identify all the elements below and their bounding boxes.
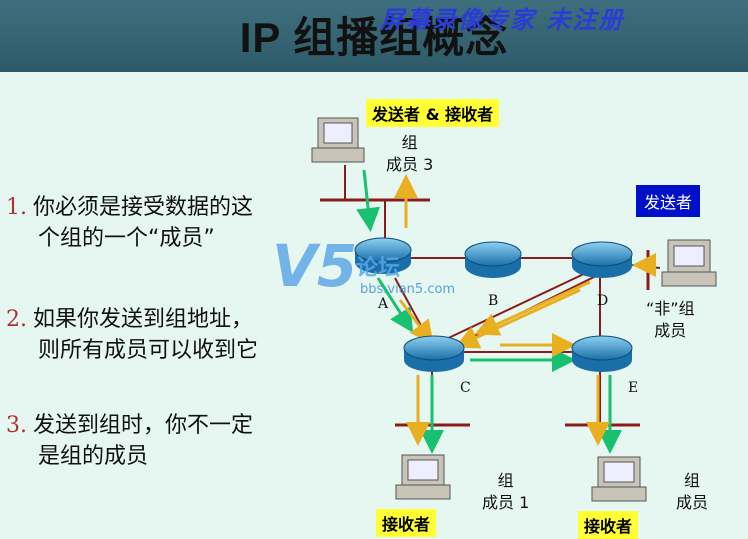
v5-logo-text: 论坛 [356,256,401,281]
router-label-a: A [378,296,389,312]
watermark: 屏幕录像专家 未注册 [380,5,625,34]
router-label-c: C [460,380,471,396]
slide-header [0,0,748,72]
router-a [354,237,412,274]
router-b [464,241,522,278]
bullet-point-3: 3.发送到组时，你不一定 是组的成员 [6,413,254,469]
computer-right-icon [661,239,717,287]
group-member-2: 组 成员 [676,471,709,512]
v5-logo-mark: V5 [272,232,358,300]
label-receiver-left: 接收者 [376,509,437,537]
group-member-3: 组 成员 3 [386,133,434,174]
group-member-1: 组 成员 1 [482,471,530,512]
computer-bottom-right-icon [591,456,647,502]
bullet-point-2: 2.如果你发送到组地址， 则所有成员可以收到它 [6,307,259,363]
non-member: “非”组 成员 [646,299,695,340]
yellow-flow-arrows [394,174,656,446]
router-label-d: D [597,293,609,309]
router-label-e: E [628,380,639,396]
v5-logo-url: bbs.vian5.com [360,282,456,297]
computer-bottom-left-icon [395,454,451,500]
label-sender-receiver: 发送者 & 接收者 [366,99,500,127]
label-receiver-right: 接收者 [578,511,639,539]
green-flow-arrows [356,169,622,454]
router-d [571,241,633,278]
router-e [571,335,633,372]
slide-title: IP 组播组概念 [239,14,509,61]
bullet-point-1: 1.你必须是接受数据的这 个组的一个“成员” [6,195,254,251]
computer-top-icon [311,117,365,163]
label-sender: 发送者 [636,185,701,217]
router-c [403,335,465,372]
router-label-b: B [488,293,499,309]
